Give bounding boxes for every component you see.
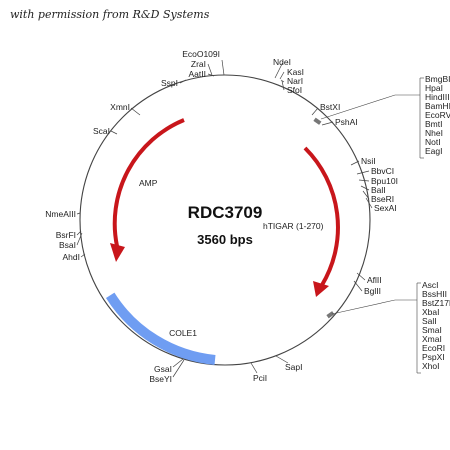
mcs2-site: XmaI bbox=[422, 334, 442, 344]
site-label: Bpu10I bbox=[371, 176, 398, 186]
site-label: GsaI bbox=[154, 364, 172, 374]
insert-arrowhead bbox=[313, 281, 329, 297]
site-leader bbox=[279, 71, 285, 80]
mcs2-site: PspXI bbox=[422, 352, 445, 362]
site-leader bbox=[356, 272, 366, 281]
site-label: KasI bbox=[287, 67, 304, 77]
site-leader bbox=[110, 130, 118, 135]
site-label: SapI bbox=[285, 362, 303, 372]
site-label: NsiI bbox=[361, 156, 376, 166]
site-label: NdeI bbox=[273, 57, 291, 67]
site-leader bbox=[360, 185, 370, 191]
insert-label: hTIGAR (1-270) bbox=[263, 221, 324, 231]
mcs2-site: SalI bbox=[422, 316, 437, 326]
mcs2-site: EcoRI bbox=[422, 343, 445, 353]
site-leader bbox=[207, 63, 213, 76]
site-leader bbox=[275, 355, 289, 364]
site-label: NmeAIII bbox=[45, 209, 76, 219]
mcs2-leader bbox=[331, 299, 417, 315]
mcs2-site: XhoI bbox=[422, 361, 440, 371]
site-label: XmnI bbox=[110, 102, 130, 112]
site-leader bbox=[179, 79, 187, 84]
site-leader bbox=[280, 79, 285, 83]
mcs1-site: HindIII bbox=[425, 92, 450, 102]
amp-arrow bbox=[112, 118, 185, 247]
mcs2-site: AscI bbox=[422, 280, 439, 290]
site-leader bbox=[76, 232, 83, 246]
bottom-sites: GsaI BseYI PciI SapI bbox=[149, 355, 303, 384]
site-label: BalI bbox=[371, 185, 386, 195]
mcs2-site: SmaI bbox=[422, 325, 442, 335]
mcs2-marker bbox=[326, 311, 335, 319]
site-label: ScaI bbox=[93, 126, 110, 136]
site-leader bbox=[311, 107, 319, 116]
insert-arrow bbox=[303, 146, 340, 287]
site-leader bbox=[281, 80, 285, 91]
mcs2-site: BssHII bbox=[422, 289, 447, 299]
mcs1-site: BmtI bbox=[425, 119, 442, 129]
amp-arrowhead bbox=[110, 243, 125, 262]
mcs2-group: AscI BssHII BstZ17I XbaI SalI SmaI XmaI … bbox=[331, 280, 450, 374]
mcs1-site: HpaI bbox=[425, 83, 443, 93]
permission-credit: with permission from R&D Systems bbox=[10, 8, 210, 21]
site-label: AflII bbox=[367, 275, 382, 285]
site-label: BbvCI bbox=[371, 166, 394, 176]
site-label: BglII bbox=[364, 286, 381, 296]
site-label: PciI bbox=[253, 373, 267, 383]
site-label: NarI bbox=[287, 76, 303, 86]
site-label: EcoO109I bbox=[182, 49, 220, 59]
site-label: PshAI bbox=[335, 117, 358, 127]
site-label: ZraI bbox=[191, 59, 206, 69]
site-label: BsaI bbox=[59, 240, 76, 250]
site-leader bbox=[172, 358, 184, 368]
site-leader bbox=[350, 160, 360, 166]
site-leader bbox=[358, 179, 370, 182]
mcs1-marker bbox=[313, 117, 322, 125]
plasmid-backbone bbox=[79, 74, 371, 366]
mcs1-site: NheI bbox=[425, 128, 443, 138]
mcs1-site: BmgBI bbox=[425, 74, 450, 84]
site-label: BsrFI bbox=[56, 230, 76, 240]
mcs1-site: EcoRV bbox=[425, 110, 450, 120]
cole1-label: COLE1 bbox=[169, 328, 197, 338]
site-label: AatII bbox=[189, 69, 206, 79]
cole1-origin-arc bbox=[105, 292, 216, 365]
site-leader bbox=[80, 253, 86, 258]
site-label: SexAI bbox=[374, 203, 397, 213]
site-leader bbox=[76, 212, 81, 215]
site-leader bbox=[274, 61, 284, 79]
site-leader bbox=[76, 230, 82, 236]
site-leader bbox=[250, 362, 258, 374]
mcs2-site: XbaI bbox=[422, 307, 440, 317]
site-leader bbox=[321, 121, 334, 126]
site-label: BseYI bbox=[149, 374, 172, 384]
site-leader bbox=[130, 107, 141, 116]
amp-label: AMP bbox=[139, 178, 158, 188]
site-leader bbox=[365, 197, 373, 209]
site-label: SspI bbox=[161, 78, 178, 88]
site-leader bbox=[207, 73, 215, 77]
right-sites: BstXI PshAI NsiI BbvCI Bpu10I BalI BseRI… bbox=[311, 102, 398, 296]
site-leader bbox=[362, 190, 370, 200]
plasmid-size: 3560 bps bbox=[197, 232, 253, 247]
site-leader bbox=[172, 359, 185, 378]
mcs1-group: BmgBI HpaI HindIII BamHI EcoRV BmtI NheI… bbox=[320, 74, 450, 159]
site-leader bbox=[356, 170, 370, 175]
site-label: SfoI bbox=[287, 85, 302, 95]
site-label: BstXI bbox=[320, 102, 340, 112]
left-sites: XmnI ScaI NmeAIII BsrFI BsaI AhdI bbox=[45, 102, 141, 262]
site-label: BseRI bbox=[371, 194, 394, 204]
top-sites: EcoO109I ZraI AatII SspI NdeI KasI NarI … bbox=[161, 49, 304, 95]
mcs1-site: EagI bbox=[425, 146, 443, 156]
mcs1-site: BamHI bbox=[425, 101, 450, 111]
site-leader bbox=[221, 59, 225, 76]
mcs2-site: BstZ17I bbox=[422, 298, 450, 308]
plasmid-name: RDC3709 bbox=[188, 203, 263, 222]
site-label: AhdI bbox=[63, 252, 81, 262]
mcs1-site: NotI bbox=[425, 137, 441, 147]
mcs1-leader bbox=[320, 94, 420, 120]
site-leader bbox=[353, 280, 363, 292]
